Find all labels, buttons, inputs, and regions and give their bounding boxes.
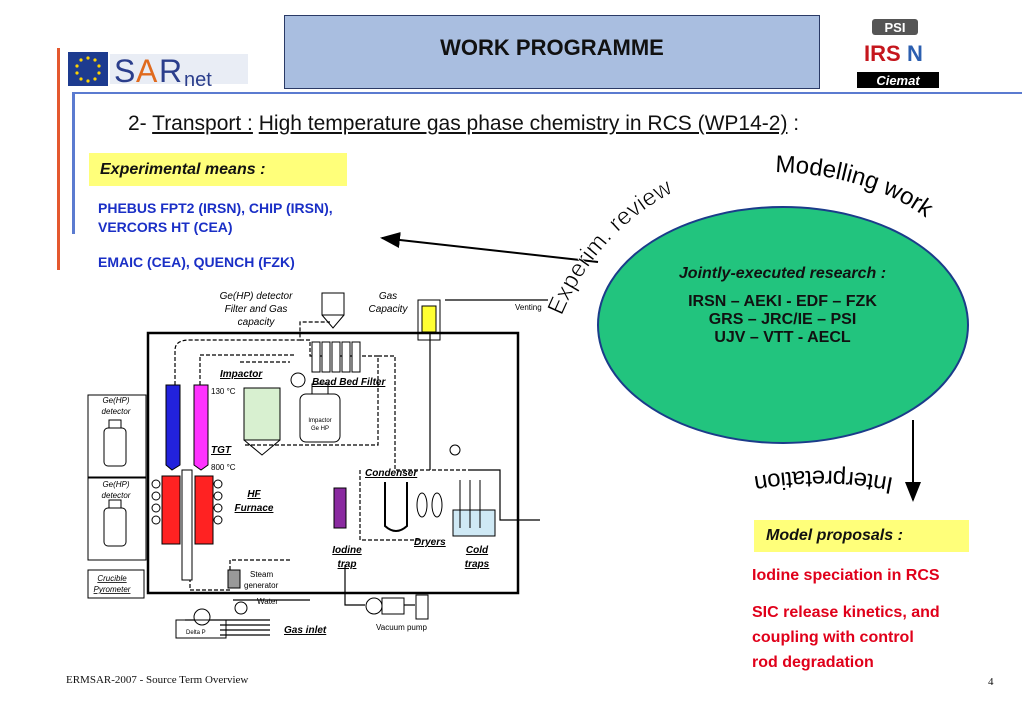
experimental-line-1: PHEBUS FPT2 (IRSN), CHIP (IRSN), <box>98 200 333 216</box>
svg-text:Ciemat: Ciemat <box>876 73 920 88</box>
model-heading-box <box>754 520 969 552</box>
svg-text:Pyrometer: Pyrometer <box>94 585 131 594</box>
section-subtitle: 2- Transport : High temperature gas phas… <box>128 112 799 136</box>
svg-text:R: R <box>159 53 182 89</box>
model-item-2-line-1: SIC release kinetics, and <box>752 604 940 621</box>
svg-text:Vacuum pump: Vacuum pump <box>376 623 428 632</box>
arrow-to-experimental <box>380 232 599 263</box>
svg-text:A: A <box>136 53 158 89</box>
sarnet-logo: S A R net <box>66 48 252 91</box>
svg-text:Crucible: Crucible <box>97 574 127 583</box>
svg-text:Ge(HP): Ge(HP) <box>102 396 129 405</box>
irsn-logo: IRS N <box>862 40 932 66</box>
svg-text:Gas inlet: Gas inlet <box>284 625 327 636</box>
left-accent-blue <box>72 92 75 234</box>
experimental-line-3: EMAIC (CEA), QUENCH (FZK) <box>98 254 295 270</box>
svg-text:generator: generator <box>244 581 279 590</box>
subtitle-prefix: 2- <box>128 112 153 135</box>
svg-text:Ge HP: Ge HP <box>311 426 329 432</box>
subtitle-transport: Transport : <box>152 112 253 135</box>
research-partners-2: GRS – JRC/IE – PSI <box>708 311 857 328</box>
svg-text:Ge(HP): Ge(HP) <box>102 480 129 489</box>
model-item-2-line-2: coupling with control <box>752 629 914 646</box>
svg-text:IRS: IRS <box>864 41 901 66</box>
svg-text:net: net <box>184 69 212 90</box>
svg-text:Dryers: Dryers <box>414 537 446 548</box>
svg-text:Ge(HP) detector: Ge(HP) detector <box>220 291 293 302</box>
experimental-heading-box <box>89 153 347 186</box>
svg-text:Water: Water <box>257 597 278 606</box>
svg-text:S: S <box>114 53 135 89</box>
experimental-line-2: VERCORS HT (CEA) <box>98 219 233 235</box>
svg-text:Impactor: Impactor <box>308 418 331 424</box>
model-item-2-line-3: rod degradation <box>752 654 874 671</box>
svg-text:Delta P: Delta P <box>186 630 206 636</box>
svg-text:Filter and Gas: Filter and Gas <box>225 304 288 315</box>
subtitle-suffix: : <box>787 112 800 135</box>
experimental-heading: Experimental means : <box>100 161 266 178</box>
research-ellipse-text: Jointly-executed research : IRSN – AEKI … <box>610 265 955 347</box>
psi-logo: PSI <box>870 16 920 38</box>
svg-text:800 °C: 800 °C <box>211 463 236 472</box>
svg-text:detector: detector <box>102 407 131 416</box>
model-item-1: Iodine speciation in RCS <box>752 567 940 584</box>
interpretation-label: Interpretation <box>752 465 895 499</box>
svg-text:Impactor: Impactor <box>220 369 263 380</box>
header-underline <box>72 92 1022 94</box>
research-ellipse <box>597 206 969 444</box>
facility-schematic: Ge(HP) detector Filter and Gas capacity … <box>87 291 548 639</box>
svg-text:Furnace: Furnace <box>235 503 274 514</box>
svg-text:HF: HF <box>247 489 261 500</box>
svg-text:Iodine: Iodine <box>332 545 362 556</box>
svg-text:N: N <box>907 41 923 66</box>
model-heading: Model proposals : <box>766 527 903 544</box>
svg-text:capacity: capacity <box>238 317 276 328</box>
svg-text:Gas: Gas <box>379 291 397 302</box>
svg-text:Bead Bed Filter: Bead Bed Filter <box>312 377 386 388</box>
research-partners-1: IRSN – AEKI - EDF – FZK <box>688 293 877 310</box>
svg-text:traps: traps <box>465 559 490 570</box>
svg-text:Condenser: Condenser <box>365 468 418 479</box>
page-number: 4 <box>988 676 994 688</box>
left-accent-red <box>57 48 60 270</box>
svg-text:Venting: Venting <box>515 303 542 312</box>
svg-text:trap: trap <box>338 559 357 570</box>
research-partners-3: UJV – VTT - AECL <box>714 329 851 346</box>
page-title: WORK PROGRAMME <box>440 35 664 60</box>
svg-text:Capacity: Capacity <box>369 304 409 315</box>
svg-text:130 °C: 130 °C <box>211 387 236 396</box>
research-title: Jointly-executed research : <box>678 265 887 282</box>
title-box <box>284 15 820 89</box>
subtitle-topic: High temperature gas phase chemistry in … <box>258 112 788 135</box>
svg-text:TGT: TGT <box>211 445 232 456</box>
svg-text:PSI: PSI <box>885 20 906 35</box>
svg-text:detector: detector <box>102 491 131 500</box>
ciemat-logo: Ciemat <box>856 70 940 90</box>
footer-left: ERMSAR-2007 - Source Term Overview <box>66 674 249 686</box>
svg-text:Cold: Cold <box>466 545 489 556</box>
svg-text:Steam: Steam <box>250 570 273 579</box>
cycle-graphic: Experim. review Modelling work Interpret… <box>380 151 969 502</box>
